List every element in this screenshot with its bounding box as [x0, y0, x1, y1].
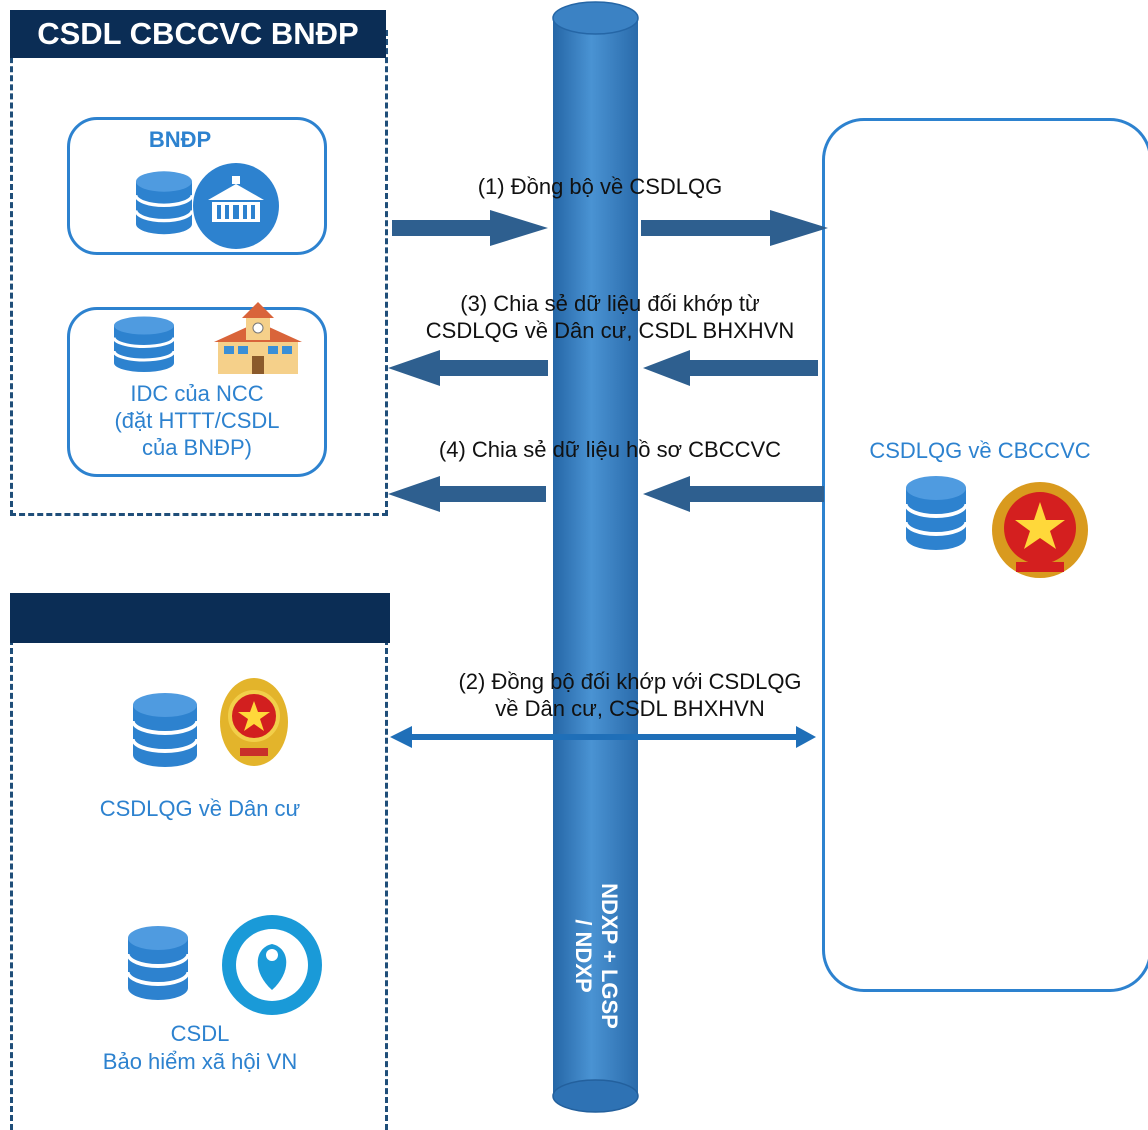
arrow-flow-3 [388, 350, 818, 386]
flow-3-label: (3) Chia sẻ dữ liệu đối khớp từ CSDLQG v… [390, 290, 830, 344]
arrow-flow-2 [390, 726, 816, 748]
bhxh-label-line1: CSDL [170, 1021, 230, 1046]
database-icon [904, 474, 968, 552]
flow-2-label: (2) Đồng bộ đối khớp với CSDLQG về Dân c… [410, 668, 850, 722]
national-emblem-icon [992, 482, 1088, 578]
top-panel-title: CSDL CBCCVC BNĐP [10, 10, 386, 58]
bhxh-label-line2: Bảo hiểm xã hội VN [102, 1049, 298, 1074]
flow-2-label-line1: (2) Đồng bộ đối khớp với CSDLQG [458, 669, 802, 694]
government-building-icon [193, 163, 279, 249]
social-insurance-logo-icon [222, 915, 322, 1015]
flow-4-label: (4) Chia sẻ dữ liệu hồ sơ CBCCVC [438, 437, 782, 462]
police-emblem-icon [220, 678, 288, 766]
idc-label-line1: IDC của NCC [130, 381, 264, 406]
dancu-label: CSDLQG về Dân cư [99, 796, 301, 821]
right-panel [822, 118, 1148, 992]
bndp-box [67, 117, 327, 255]
database-icon [134, 169, 194, 236]
bhxh-label: CSDL Bảo hiểm xã hội VN [60, 1020, 340, 1076]
idc-label-line3: của BNĐP) [141, 435, 253, 460]
database-icon [131, 691, 199, 769]
arrow-flow-4 [388, 476, 824, 512]
database-icon [126, 924, 190, 1002]
idc-label: IDC của NCC (đặt HTTT/CSDL của BNĐP) [67, 380, 327, 461]
bndp-label: BNĐP [148, 127, 212, 152]
flow-3-label-line2: CSDLQG về Dân cư, CSDL BHXHVN [425, 318, 795, 343]
school-building-icon [214, 302, 302, 374]
right-panel-label: CSDLQG về CBCCVC [869, 438, 1091, 463]
idc-label-line2: (đặt HTTT/CSDL [114, 408, 280, 433]
flow-2-label-line2: về Dân cư, CSDL BHXHVN [495, 696, 765, 721]
flow-1-label: (1) Đồng bộ về CSDLQG [477, 174, 723, 199]
database-icon [112, 315, 176, 374]
flow-3-label-line1: (3) Chia sẻ dữ liệu đối khớp từ [460, 291, 760, 316]
arrow-flow-1 [392, 210, 828, 246]
bottom-panel-title [10, 593, 390, 643]
